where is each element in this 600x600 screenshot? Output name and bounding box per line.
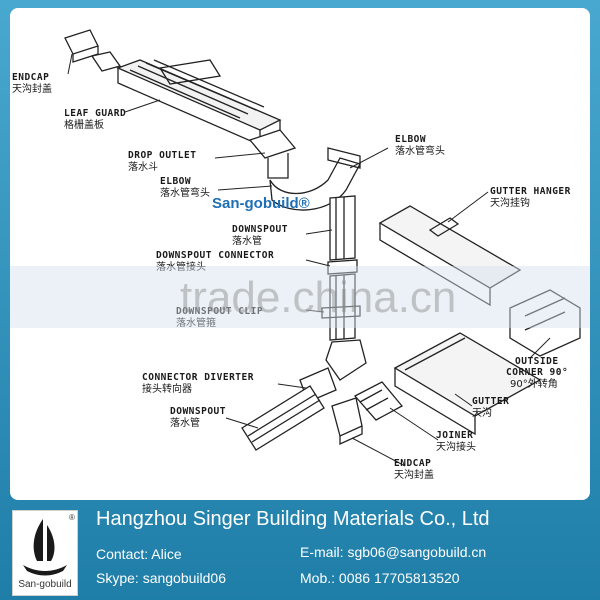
company-name: Hangzhou Singer Building Materials Co., … xyxy=(96,508,490,530)
connector-diverter-part xyxy=(299,339,367,403)
contact-name: Contact: Alice xyxy=(96,546,182,562)
label-outside-line2: CORNER 90° xyxy=(506,367,568,378)
label-elbow-left: ELBOW xyxy=(160,176,191,187)
downspout-lower-diagonal-part xyxy=(241,385,325,451)
diagram-panel: ENDCAP 天沟封盖 LEAF GUARD 格栅盖板 DROP OUTLET … xyxy=(10,8,590,500)
sail-logo-icon xyxy=(23,519,67,576)
label-joiner-cn: 天沟接头 xyxy=(436,440,476,453)
label-downspout-upper: DOWNSPOUT xyxy=(232,224,288,235)
label-gutter: GUTTER xyxy=(472,396,509,407)
label-endcap-top: ENDCAP xyxy=(12,72,49,83)
label-elbow-top-cn: 落水管弯头 xyxy=(395,144,445,157)
label-downspout-clip-cn: 落水管箍 xyxy=(176,316,216,329)
right-gutter-part xyxy=(378,205,581,357)
label-connector-diverter-cn: 接头转向器 xyxy=(142,382,192,395)
endcap-top-part xyxy=(64,29,122,72)
label-gutter-hanger-cn: 天沟挂钩 xyxy=(490,196,530,209)
watermark: trade.china.cn xyxy=(180,273,456,322)
watermark-band xyxy=(10,266,590,328)
label-elbow-top: ELBOW xyxy=(395,134,426,145)
label-connector-diverter: CONNECTOR DIVERTER xyxy=(142,372,254,383)
label-endcap-bottom-cn: 天沟封盖 xyxy=(394,468,434,481)
label-joiner: JOINER xyxy=(436,430,473,441)
label-downspout-connector-cn: 落水管接头 xyxy=(156,260,206,273)
label-downspout-lower-cn: 落水管 xyxy=(170,416,200,429)
mobile-number: Mob.: 0086 17705813520 xyxy=(300,570,460,586)
label-endcap-bottom: ENDCAP xyxy=(394,458,431,469)
label-downspout-upper-cn: 落水管 xyxy=(232,234,262,247)
label-drop-outlet: DROP OUTLET xyxy=(128,150,196,161)
email-address: E-mail: sgb06@sangobuild.cn xyxy=(300,544,487,560)
endcap-bottom-part xyxy=(331,397,363,446)
label-leaf-guard: LEAF GUARD xyxy=(64,108,126,119)
logo-registered-mark: ® xyxy=(69,513,75,522)
upper-gutter-part xyxy=(116,59,282,146)
label-downspout-connector: DOWNSPOUT CONNECTOR xyxy=(156,250,274,261)
label-leaf-guard-cn: 格栅盖板 xyxy=(64,118,104,131)
brand-mark: San-gobuild® xyxy=(212,195,310,212)
label-elbow-left-cn: 落水管弯头 xyxy=(160,186,210,199)
lower-gutter-part xyxy=(393,332,542,436)
joiner-part xyxy=(353,381,404,421)
watermark-text: trade.china.cn xyxy=(180,273,456,322)
label-drop-outlet-cn: 落水斗 xyxy=(128,161,158,173)
skype-id: Skype: sangobuild06 xyxy=(96,570,226,586)
drop-outlet-part xyxy=(248,129,297,179)
downspout-upper-part xyxy=(329,195,356,261)
label-endcap-top-cn: 天沟封盖 xyxy=(12,82,52,95)
label-downspout-clip: DOWNSPOUT CLIP xyxy=(176,306,263,317)
label-gutter-cn: 天沟 xyxy=(472,406,492,419)
leader-lines xyxy=(67,53,551,467)
downspout-lower-vertical-part xyxy=(321,259,361,341)
footer: ® San-gobuild Hangzhou Singer Building M… xyxy=(0,500,600,600)
gutter-system-diagram: ENDCAP 天沟封盖 LEAF GUARD 格栅盖板 DROP OUTLET … xyxy=(12,29,581,481)
label-downspout-lower: DOWNSPOUT xyxy=(170,406,226,417)
label-outside-line1: OUTSIDE xyxy=(515,356,559,367)
company-logo: ® San-gobuild xyxy=(12,510,78,596)
label-gutter-hanger: GUTTER HANGER xyxy=(490,186,571,197)
logo-name: San-gobuild xyxy=(18,579,72,590)
label-outside-corner-cn: 90°外转角 xyxy=(510,377,558,390)
